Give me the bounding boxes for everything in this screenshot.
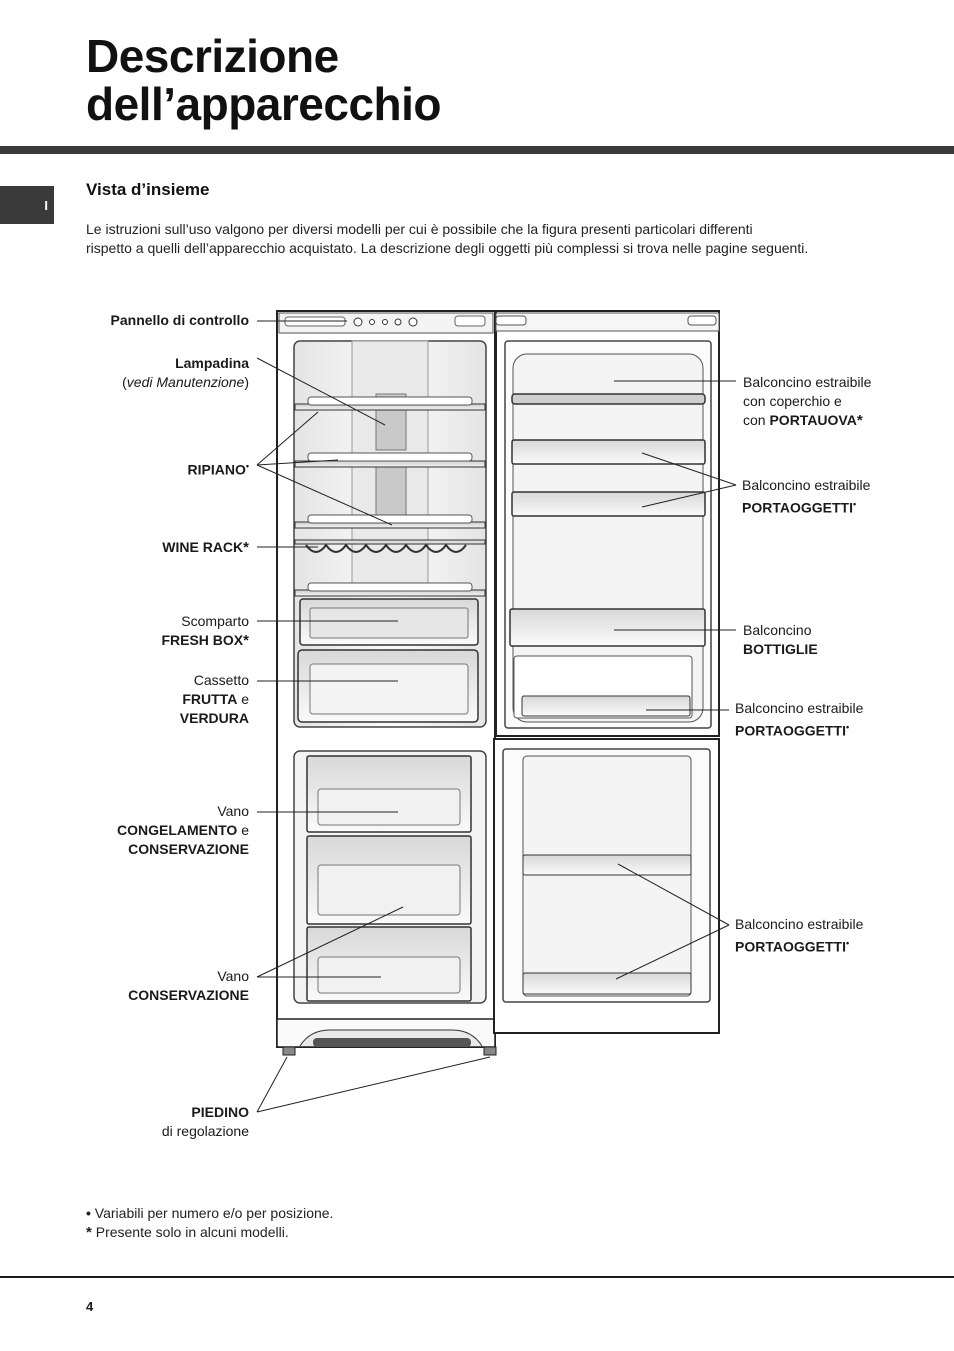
page-title: Descrizione dell’apparecchio <box>86 30 442 130</box>
label-vano-congelamento: Vano CONGELAMENTO e CONSERVAZIONE <box>117 803 249 857</box>
label-fresh-box: Scomparto FRESH BOX* <box>161 613 249 649</box>
fridge-body <box>276 310 497 1056</box>
intro-paragraph: Le istruzioni sull’uso valgono per diver… <box>86 220 906 258</box>
intro-line2: rispetto a quelli dell’apparecchio acqui… <box>86 240 809 256</box>
label-portaoggetti-2: Balconcino estraibile PORTAOGGETTI• <box>735 700 864 739</box>
footnote-variable: • Variabili per numero e/o per posizione… <box>86 1205 334 1221</box>
page-title-line1: Descrizione <box>86 30 339 82</box>
label-portaoggetti-3: Balconcino estraibile PORTAOGGETTI• <box>735 916 864 955</box>
label-piedino: PIEDINO di regolazione <box>161 1104 249 1139</box>
footer-rule <box>0 1276 954 1278</box>
label-wine-rack: WINE RACK* <box>162 539 249 556</box>
label-ripiano: RIPIANO• <box>187 461 250 478</box>
language-tab: I <box>0 186 54 224</box>
label-portaoggetti-1: Balconcino estraibile PORTAOGGETTI• <box>742 477 871 516</box>
section-title: Vista d’insieme <box>86 180 210 199</box>
fridge-doors <box>493 310 720 1034</box>
header-rule <box>0 146 954 154</box>
leader-lines <box>256 320 737 1113</box>
footnote-optional: * Presente solo in alcuni modelli. <box>86 1224 289 1241</box>
label-pannello: Pannello di controllo <box>110 312 249 328</box>
label-vano-conservazione: Vano CONSERVAZIONE <box>128 968 249 1003</box>
label-lampadina: Lampadina (vedi Manutenzione) <box>122 355 249 390</box>
page-number: 4 <box>86 1299 94 1314</box>
page-title-line2: dell’apparecchio <box>86 78 442 130</box>
label-cassetto: Cassetto FRUTTA e VERDURA <box>179 672 249 726</box>
footnotes: • Variabili per numero e/o per posizione… <box>86 1204 333 1242</box>
intro-line1: Le istruzioni sull’uso valgono per diver… <box>86 221 753 237</box>
label-bottiglie: Balconcino BOTTIGLIE <box>743 622 818 657</box>
label-portauova: Balconcino estraibile con coperchio e co… <box>743 374 872 429</box>
